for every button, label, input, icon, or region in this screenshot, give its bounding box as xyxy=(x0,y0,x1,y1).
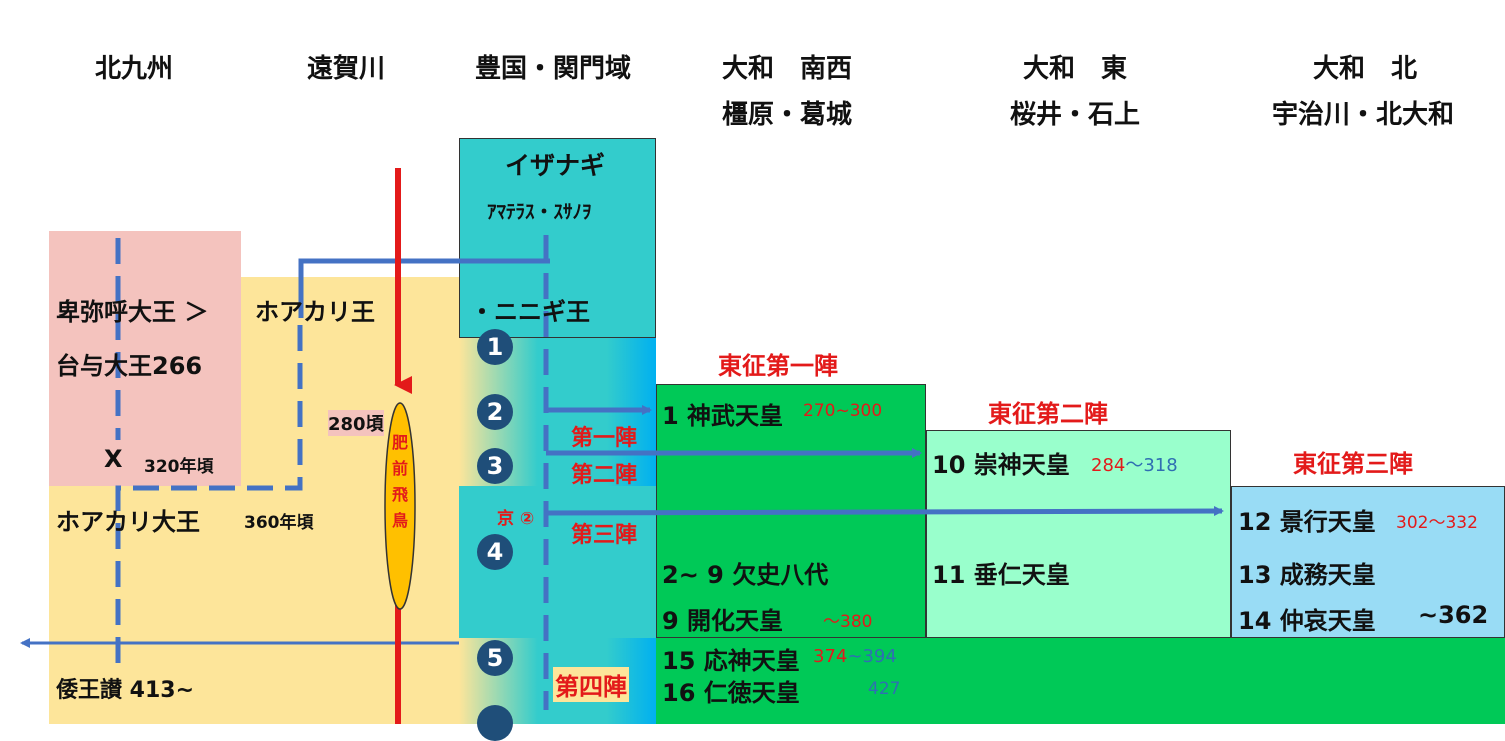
amaterasu-label: ｱﾏﾃﾗｽ・ｽｻﾉｦ xyxy=(487,201,592,223)
asuka-char: 肥 xyxy=(391,433,408,452)
himiko-label: 卑弥呼大王 ＞ xyxy=(56,298,209,326)
nintoku-years: 427 xyxy=(868,679,901,699)
header-sakurai: 桜井・石上 xyxy=(1010,100,1141,130)
asuka-char: 鳥 xyxy=(391,511,408,530)
ojin-end-year: ~394 xyxy=(847,646,897,667)
hizen-asuka-text: 肥 前 飛 鳥 xyxy=(390,430,410,534)
ojin-start-year: 374 xyxy=(813,646,848,667)
onga-yellow-block xyxy=(241,277,459,486)
circle-partial-6 xyxy=(477,705,513,741)
keiko-years: 302～332 xyxy=(1396,513,1478,533)
sujin-years: 284～318 xyxy=(1091,451,1178,477)
toyokuni-top-block xyxy=(459,138,656,338)
header-yamato-higashi: 大和 東 xyxy=(1023,54,1128,84)
kitakyushu-pink-block xyxy=(49,231,241,486)
x-mark: X xyxy=(104,445,123,473)
header-toyokuni: 豊国・関門域 xyxy=(475,54,632,84)
header-ujigawa: 宇治川・北大和 xyxy=(1272,100,1455,130)
wao-san-label: 倭王讃 413~ xyxy=(56,678,195,703)
kaika-years: ～380 xyxy=(823,612,873,632)
ninigi-connector xyxy=(298,258,550,318)
x-date: 320年頃 xyxy=(144,457,214,477)
circle-number-3: 3 xyxy=(477,448,513,484)
jimmu-years: 270~300 xyxy=(803,401,883,421)
header-yamato-nansei: 大和 南西 xyxy=(722,54,853,84)
suinin-label: 11 垂仁天皇 xyxy=(932,561,1070,589)
circle-number-2: 2 xyxy=(477,394,513,430)
hizen-asuka-oval xyxy=(384,402,416,610)
circle-number-1: 1 xyxy=(477,329,513,365)
first-campaign-label: 第一陣 xyxy=(571,426,638,451)
hoakari-ou-label: ホアカリ王 xyxy=(255,298,375,326)
fourth-campaign-label: 第四陣 xyxy=(553,667,629,702)
sujin-end-year: ～318 xyxy=(1125,455,1178,476)
izanagi-label: イザナギ xyxy=(505,151,606,180)
keiko-label: 12 景行天皇 xyxy=(1238,508,1376,536)
hoakari-dashed-path xyxy=(115,325,303,668)
chuai-label: 14 仲哀天皇 xyxy=(1238,607,1376,635)
year-280-label: 280頃 xyxy=(328,410,384,436)
third-campaign-title: 東征第三陣 xyxy=(1293,450,1413,478)
ojin-label: 15 応神天皇 xyxy=(662,647,800,675)
header-kitakyushu: 北九州 xyxy=(95,54,174,84)
diagram-lines xyxy=(20,168,1224,724)
higashi-mint-block xyxy=(926,430,1231,638)
seimu-label: 13 成務天皇 xyxy=(1238,561,1376,589)
first-campaign-title: 東征第一陣 xyxy=(718,352,838,380)
circle-number-5: 5 xyxy=(477,640,513,676)
hoakari-date: 360年頃 xyxy=(244,513,314,533)
kyo-label: 京 ② xyxy=(497,509,535,529)
nintoku-label: 16 仁徳天皇 xyxy=(662,679,800,707)
third-campaign-label: 第三陣 xyxy=(571,523,638,548)
toyo-label: 台与大王266 xyxy=(56,352,203,380)
ojin-years: 374~394 xyxy=(813,646,897,667)
jimmu-label: 1 神武天皇 xyxy=(662,402,784,430)
kita-lightblue-block xyxy=(1231,486,1505,638)
kesshi-hachidai-label: 2~ 9 欠史八代 xyxy=(662,561,829,589)
header-ongagawa: 遠賀川 xyxy=(307,54,386,84)
second-campaign-title: 東征第二陣 xyxy=(988,400,1108,428)
circle-number-4: 4 xyxy=(477,534,513,570)
kaika-label: 9 開化天皇 xyxy=(662,607,784,635)
sujin-label: 10 崇神天皇 xyxy=(932,451,1070,479)
asuka-char: 前 xyxy=(391,459,408,478)
bottom-green-band xyxy=(656,638,1505,724)
chuai-years: ~362 xyxy=(1418,601,1489,629)
header-yamato-kita: 大和 北 xyxy=(1313,54,1418,84)
header-kashihara: 橿原・葛城 xyxy=(722,100,853,130)
arrow-third-campaign xyxy=(545,506,1224,517)
sujin-start-year: 284 xyxy=(1091,455,1126,476)
ninigi-label: ・ニニギ王 xyxy=(470,298,590,326)
hoakari-daiou-label: ホアカリ大王 xyxy=(56,508,200,536)
asuka-char: 飛 xyxy=(391,485,408,504)
second-campaign-label: 第二陣 xyxy=(571,463,638,488)
